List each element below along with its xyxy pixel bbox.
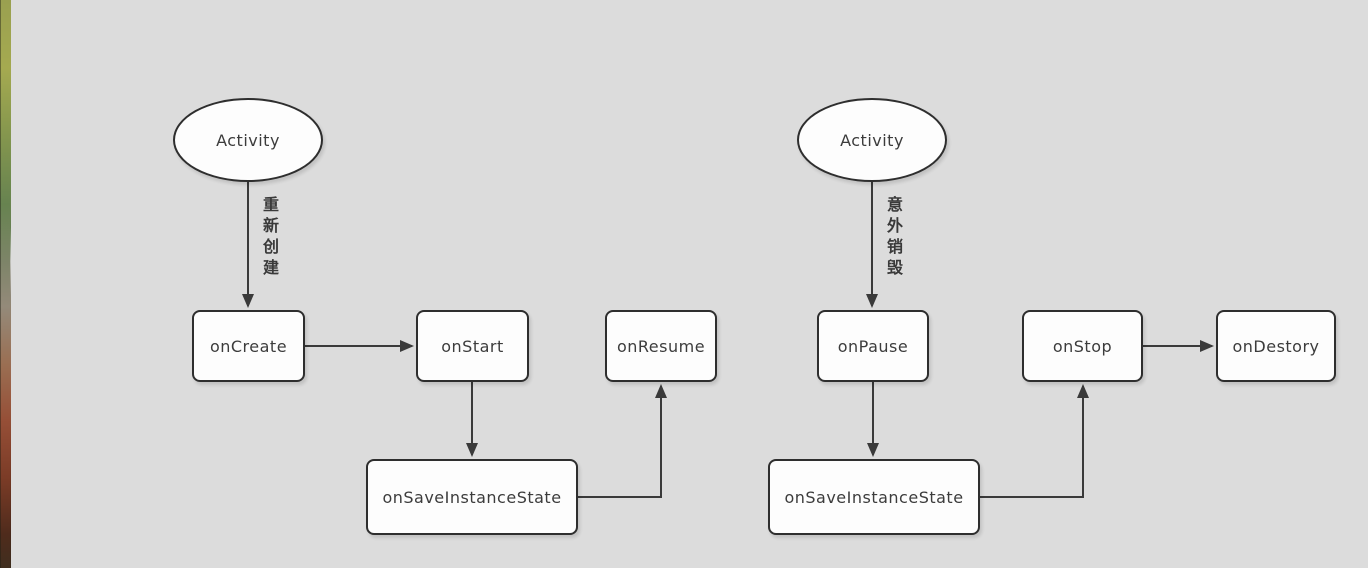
- node-onpause: onPause: [817, 310, 929, 382]
- node-oncreate: onCreate: [192, 310, 305, 382]
- node-activity-left: Activity: [173, 98, 323, 182]
- arrow-onsaveinstancestate-to-onstop: [980, 384, 1089, 498]
- background-photo-strip: [0, 0, 11, 568]
- arrow-onsaveinstancestate-to-onresume: [578, 384, 667, 498]
- edge-label-unexpected-destroy: 意外销毁: [884, 196, 903, 280]
- node-onresume: onResume: [605, 310, 717, 382]
- edge-label-recreate: 重新创建: [260, 196, 279, 280]
- node-activity-right: Activity: [797, 98, 947, 182]
- background-photo-gradient: [0, 0, 10, 568]
- node-onsaveinstancestate-right: onSaveInstanceState: [768, 459, 980, 535]
- node-ondestory: onDestory: [1216, 310, 1336, 382]
- node-onsaveinstancestate-left: onSaveInstanceState: [366, 459, 578, 535]
- node-onstart: onStart: [416, 310, 529, 382]
- node-onstop: onStop: [1022, 310, 1143, 382]
